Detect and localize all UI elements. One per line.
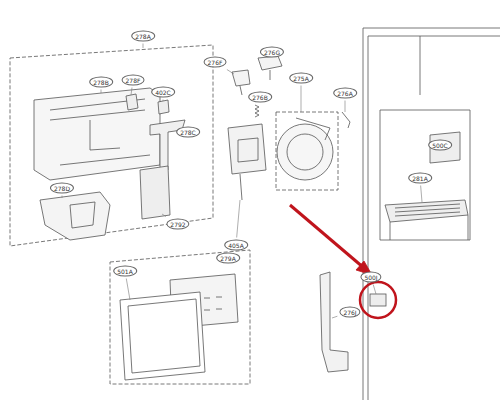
group-outline <box>10 45 213 246</box>
leader-line <box>345 101 346 113</box>
spring-276b <box>255 105 259 117</box>
funnel-detail <box>70 202 95 228</box>
cover-window <box>128 299 200 373</box>
duct-flap <box>296 118 330 140</box>
callout-number: 278B <box>89 77 113 88</box>
highlight-circle <box>360 282 396 318</box>
callout-number: 278C <box>176 127 200 138</box>
callout-number: 276A <box>333 88 357 99</box>
leader-line <box>101 90 102 94</box>
funnel-278d <box>40 192 110 240</box>
leader-line <box>143 44 144 49</box>
tray-281a <box>385 200 468 222</box>
callout-number: 276B <box>248 92 272 103</box>
door-outline <box>363 28 500 400</box>
callout-number: 276J <box>339 307 360 318</box>
leader-line <box>162 214 166 217</box>
solenoid-detail <box>238 138 258 200</box>
highlight-arrow <box>290 205 364 268</box>
duct-ring <box>287 134 323 170</box>
callout-number: 500C <box>428 140 452 151</box>
dispenser-recess <box>380 110 470 240</box>
tray-grid <box>395 204 460 216</box>
leader-line <box>421 186 422 203</box>
callout-number: 278D <box>50 183 74 194</box>
part-500j <box>370 294 386 306</box>
callout-number: 278A <box>131 31 155 42</box>
solenoid-405a <box>228 124 266 174</box>
callout-number: 500J <box>360 272 381 283</box>
leader-line <box>237 200 240 238</box>
callout-number: 278F <box>122 75 145 86</box>
pin-276a <box>342 112 350 128</box>
part-278f <box>126 94 138 110</box>
leader-line <box>126 279 130 301</box>
callout-number: 402C <box>151 87 175 98</box>
tray-side <box>390 215 468 240</box>
leader-line <box>163 100 164 102</box>
callout-number: 501A <box>113 266 137 277</box>
callout-number: 276F <box>204 57 227 68</box>
callout-number: 276G <box>260 47 284 58</box>
leader-line <box>227 70 234 75</box>
dispenser-cover <box>34 88 160 180</box>
leader-line <box>62 196 63 199</box>
leader-line <box>301 86 302 113</box>
callout-number: 275A <box>289 73 313 84</box>
callout-number: 281A <box>408 173 432 184</box>
motor-276g <box>258 56 282 80</box>
group-outline <box>110 250 250 384</box>
pad-2792 <box>140 166 170 219</box>
group-outline <box>276 112 338 190</box>
leader-line <box>332 316 337 318</box>
duct-275a <box>277 124 333 180</box>
callout-number: 2792 <box>166 219 189 230</box>
display-cover <box>120 292 205 380</box>
switch-402c <box>158 100 169 114</box>
heater-276j <box>320 272 348 372</box>
leader-line <box>373 285 376 295</box>
leader-line <box>131 88 132 96</box>
callout-number: 405A <box>224 240 248 251</box>
callout-number: 279A <box>216 253 240 264</box>
part-276f <box>232 70 250 95</box>
